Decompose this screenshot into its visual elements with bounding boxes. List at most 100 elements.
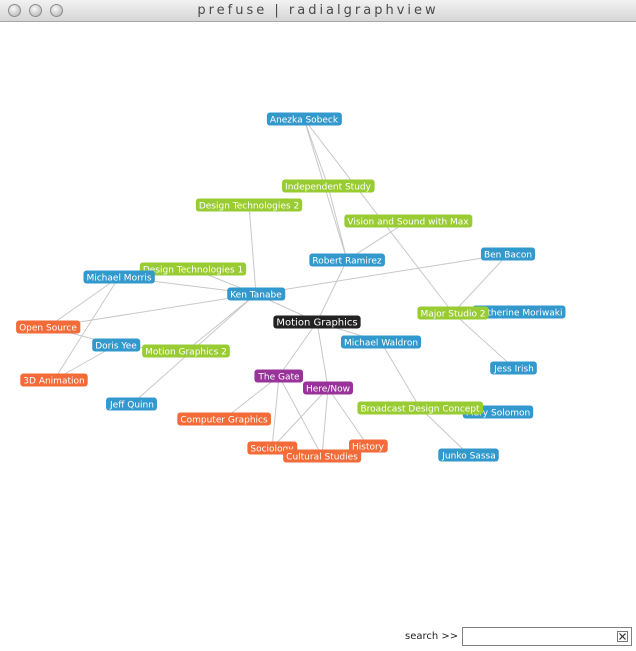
graph-node-dt2[interactable]: Design Technologies 2 xyxy=(195,198,303,212)
graph-node-box xyxy=(490,361,537,375)
graph-node-bdc[interactable]: Broadcast Design Concept xyxy=(357,401,484,415)
graph-node-mmorris[interactable]: Michael Morris xyxy=(83,270,155,284)
graph-node-label: 3D Animation xyxy=(23,377,84,387)
graph-edge xyxy=(278,321,318,377)
graph-node-ms2[interactable]: Major Studio 2 xyxy=(417,306,489,320)
graph-node-box xyxy=(195,198,303,212)
clear-search-icon[interactable] xyxy=(617,631,628,642)
graph-edge xyxy=(278,375,323,457)
graph-edge xyxy=(316,321,329,389)
graph-node-vsm[interactable]: Vision and Sound with Max xyxy=(344,214,473,228)
graph-node-cg[interactable]: Computer Graphics xyxy=(177,412,271,426)
graph-node-box xyxy=(340,335,422,349)
graph-edge xyxy=(452,312,515,369)
close-window-button[interactable] xyxy=(8,4,21,17)
graph-nodes: Motion Graphics Anezka SobeckIndependent … xyxy=(16,112,566,463)
graph-edge xyxy=(47,293,257,328)
graph-node-label: Michael Waldron xyxy=(344,339,418,349)
graph-node-catherine[interactable]: Catherine Moriwaki xyxy=(472,305,566,319)
graph-node-dt1[interactable]: Design Technologies 1 xyxy=(139,262,247,276)
graph-node-box xyxy=(303,381,353,395)
graph-node-cultural[interactable]: Cultural Studies xyxy=(283,449,362,463)
graph-node-jeff[interactable]: Jeff Quinn xyxy=(106,397,157,411)
graph-node-anezka[interactable]: Anezka Sobeck xyxy=(266,112,342,126)
graph-node-mg2[interactable]: Motion Graphics 2 xyxy=(142,344,230,358)
graph-node-box xyxy=(139,262,247,276)
graph-edge xyxy=(316,259,348,323)
graph-node-jess[interactable]: Jess Irish xyxy=(490,361,537,375)
graph-node-box xyxy=(177,412,271,426)
graph-node-label: Design Technologies 2 xyxy=(199,202,299,212)
graph-node-box xyxy=(282,179,375,193)
graph-node-box xyxy=(227,287,286,301)
graph-edge xyxy=(321,387,329,457)
graph-node-box xyxy=(309,253,385,267)
graph-node-box xyxy=(16,320,81,334)
graph-node-label: Junko Sassa xyxy=(441,452,495,462)
graph-node-herenow[interactable]: Here/Now xyxy=(303,381,353,395)
graph-node-label: Here/Now xyxy=(306,385,350,395)
graph-node-box xyxy=(357,401,484,415)
graph-node-label: Ben Bacon xyxy=(484,251,532,261)
graph-node-doris[interactable]: Doris Yee xyxy=(92,338,141,352)
graph-edge xyxy=(303,118,329,187)
graph-node-box xyxy=(83,270,155,284)
graph-node-label: Design Technologies 1 xyxy=(143,266,243,276)
graph-node-label: Ken Tanabe xyxy=(230,291,282,301)
graph-node-box xyxy=(273,315,361,329)
zoom-window-button[interactable] xyxy=(50,4,63,17)
graph-edge xyxy=(419,407,470,456)
graph-node-box xyxy=(254,369,304,383)
graph-node-label: Computer Graphics xyxy=(180,416,268,426)
graph-node-box xyxy=(348,439,388,453)
graph-edge xyxy=(271,387,329,449)
radial-graph-canvas[interactable]: Motion Graphics Anezka SobeckIndependent … xyxy=(0,22,636,622)
graph-edge xyxy=(271,375,280,449)
graph-node-label: Jess Irish xyxy=(493,365,534,375)
graph-node-label: Doris Yee xyxy=(95,342,137,352)
graph-edge xyxy=(327,387,369,447)
graph-node-label: The Gate xyxy=(257,373,300,383)
graph-node-gate[interactable]: The Gate xyxy=(254,369,304,383)
graph-edge xyxy=(47,276,120,328)
graph-node-box xyxy=(142,344,230,358)
graph-edge xyxy=(255,253,509,295)
graph-node-label: Open Source xyxy=(19,324,77,334)
graph-node-ken[interactable]: Ken Tanabe xyxy=(227,287,286,301)
graph-node-robert[interactable]: Robert Ramirez xyxy=(309,253,385,267)
graph-node-label: Independent Study xyxy=(285,183,372,193)
graph-node-anim[interactable]: 3D Animation xyxy=(20,373,88,387)
graph-node-box xyxy=(20,373,88,387)
graph-node-box xyxy=(283,449,362,463)
graph-edge xyxy=(452,253,509,314)
graph-edge xyxy=(223,375,280,420)
graph-node-ben[interactable]: Ben Bacon xyxy=(480,247,536,261)
graph-node-label: Cultural Studies xyxy=(286,453,358,463)
search-input[interactable] xyxy=(465,629,615,644)
graph-node-label: Mary Solomon xyxy=(466,409,530,419)
graph-node-label: Catherine Moriwaki xyxy=(476,309,563,319)
graph-node-label: Sociology xyxy=(250,445,294,455)
graph-node-box xyxy=(344,214,473,228)
graph-node-label: Major Studio 2 xyxy=(420,310,485,320)
graph-edge xyxy=(248,204,257,295)
graph-node-motion[interactable]: Motion Graphics xyxy=(273,315,361,329)
graph-node-label: History xyxy=(352,443,385,453)
graph-node-box xyxy=(472,305,566,319)
minimize-window-button[interactable] xyxy=(29,4,42,17)
graph-node-junko[interactable]: Junko Sassa xyxy=(438,448,499,462)
graph-edge xyxy=(53,276,120,381)
search-box xyxy=(462,627,632,646)
graph-node-label: Jeff Quinn xyxy=(109,401,154,411)
graph-node-history[interactable]: History xyxy=(348,439,388,453)
graph-node-label: Motion Graphics xyxy=(276,318,357,329)
graph-node-label: Robert Ramirez xyxy=(312,257,382,267)
graph-node-box xyxy=(480,247,536,261)
graph-node-box xyxy=(106,397,157,411)
graph-node-label: Motion Graphics 2 xyxy=(145,348,227,358)
graph-node-box xyxy=(92,338,141,352)
graph-node-indep[interactable]: Independent Study xyxy=(282,179,375,193)
graph-node-mwaldron[interactable]: Michael Waldron xyxy=(340,335,422,349)
window-titlebar: prefuse | radialgraphview xyxy=(0,0,636,22)
graph-node-opensource[interactable]: Open Source xyxy=(16,320,81,334)
